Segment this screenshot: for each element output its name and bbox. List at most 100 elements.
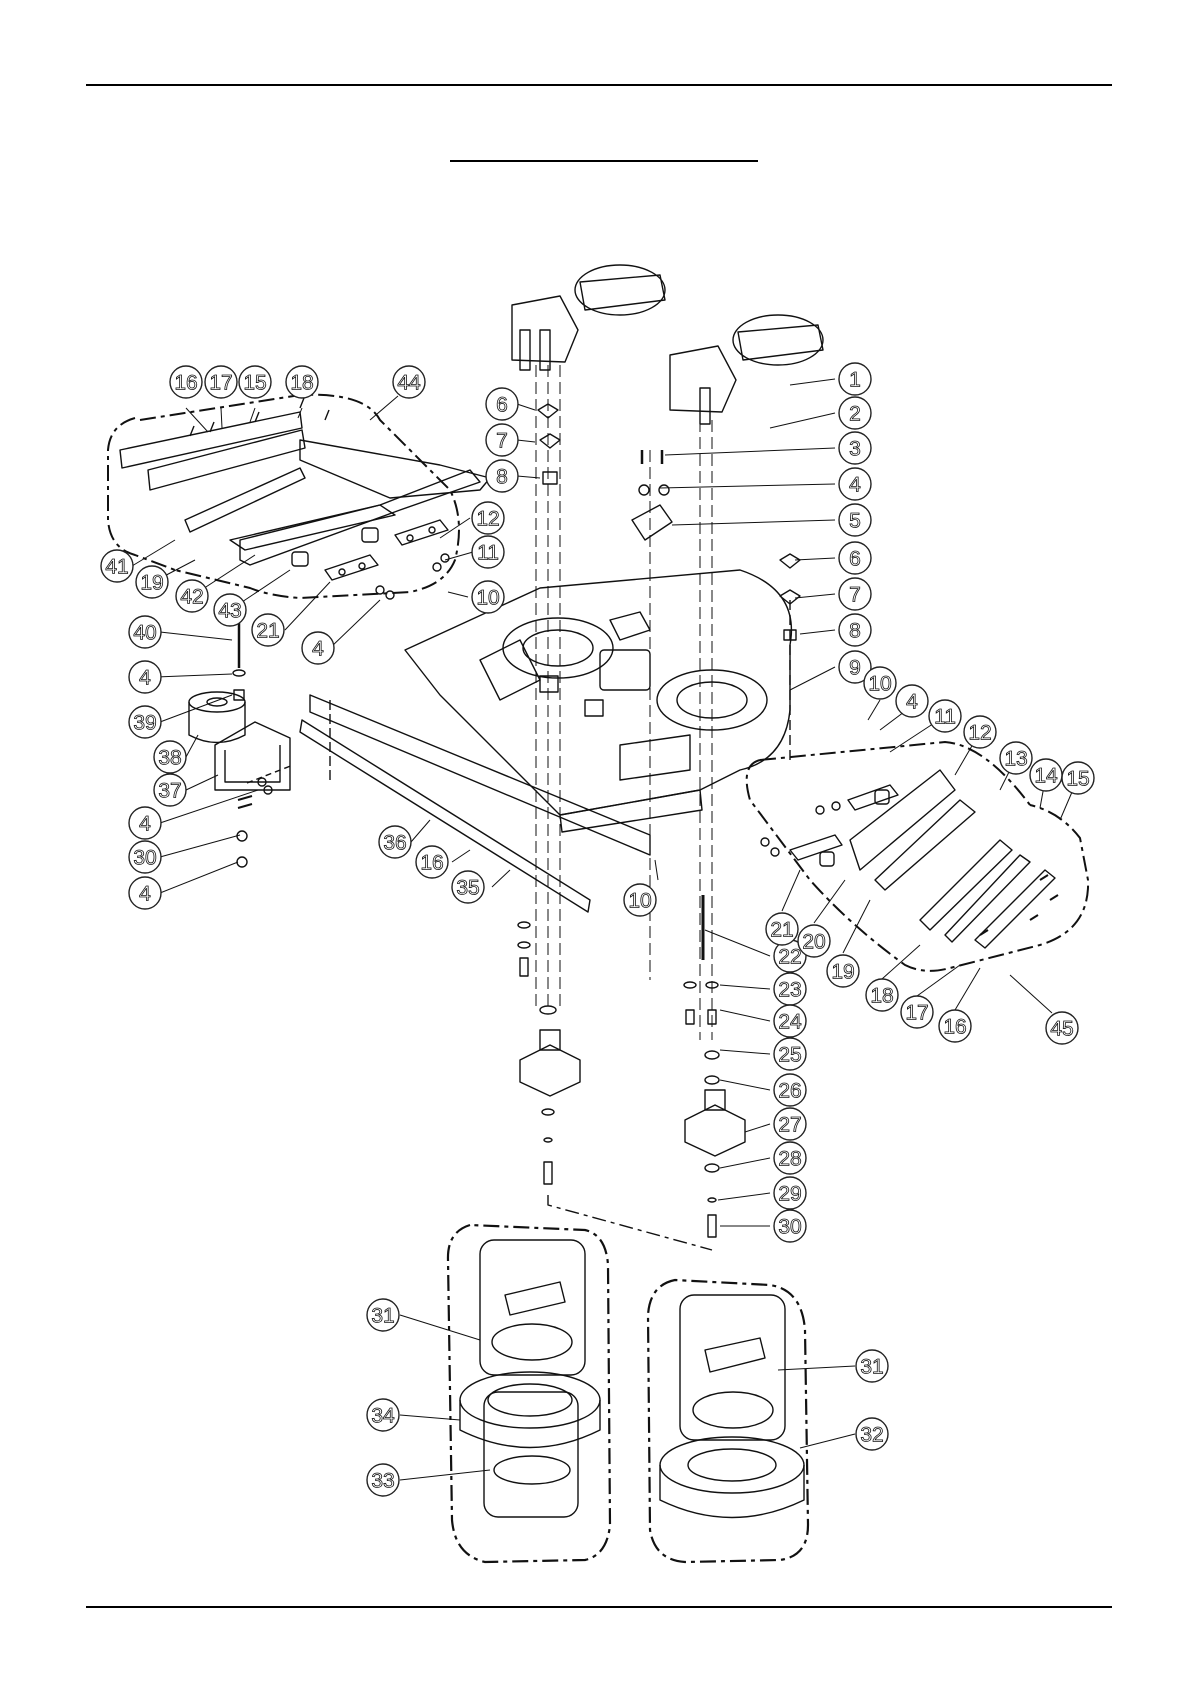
callout-number: 6: [496, 394, 508, 417]
callout-left-group-19: 19: [136, 566, 168, 598]
callout-number: 8: [849, 620, 861, 643]
callout-number: 7: [496, 430, 508, 453]
callout-right-column-23: 23: [774, 973, 806, 1005]
callout-number: 4: [849, 474, 861, 497]
callout-number: 17: [905, 1002, 928, 1025]
callout-left-group-16: 16: [170, 366, 202, 398]
callout-number: 10: [476, 587, 499, 610]
callout-center-8: 8: [486, 460, 518, 492]
callout-number: 18: [870, 985, 893, 1008]
callout-left-group-12: 12: [472, 502, 504, 534]
callout-right-column-1: 1: [839, 363, 871, 395]
callout-number: 21: [770, 919, 793, 942]
callout-left-group-44: 44: [393, 366, 425, 398]
callout-number: 8: [496, 466, 508, 489]
callout-lower-34: 34: [367, 1399, 399, 1431]
hub-stack-left: [518, 922, 580, 1184]
callout-number: 41: [105, 556, 128, 579]
callout-right-group-20: 20: [798, 925, 830, 957]
callout-number: 34: [371, 1405, 395, 1428]
callout-number: 12: [968, 722, 991, 745]
callout-lower-33: 33: [367, 1464, 399, 1496]
callout-left-group-21: 21: [252, 614, 284, 646]
callout-center-37: 37: [154, 774, 186, 806]
callout-number: 28: [778, 1148, 801, 1171]
callout-right-group-10: 10: [864, 667, 896, 699]
callout-left-group-43: 43: [214, 594, 246, 626]
callout-number: 20: [802, 931, 825, 954]
callout-number: 10: [868, 673, 891, 696]
callout-number: 26: [778, 1080, 801, 1103]
callout-number: 36: [383, 832, 406, 855]
callout-lower-32: 32: [856, 1418, 888, 1450]
callout-number: 31: [860, 1356, 883, 1379]
callout-number: 6: [849, 548, 861, 571]
callout-number: 19: [140, 572, 163, 595]
callout-number: 42: [180, 586, 203, 609]
callout-right-group-11: 11: [929, 700, 961, 732]
callout-right-column-4: 4: [839, 468, 871, 500]
callout-number: 43: [218, 600, 241, 623]
callout-number: 1: [849, 369, 861, 392]
callout-center-10: 10: [624, 884, 656, 916]
callout-number: 4: [139, 667, 151, 690]
callout-number: 44: [397, 372, 421, 395]
callout-number: 10: [628, 890, 651, 913]
callout-number: 15: [243, 372, 266, 395]
callout-number: 12: [476, 508, 499, 531]
right-head-assembly: [648, 1280, 808, 1562]
callout-number: 16: [174, 372, 197, 395]
callout-number: 16: [420, 852, 443, 875]
hub-stack-right: [684, 895, 745, 1237]
callout-number: 7: [849, 584, 861, 607]
callout-right-column-30: 30: [774, 1210, 806, 1242]
callout-left-group-41: 41: [101, 550, 133, 582]
callout-left-group-17: 17: [205, 366, 237, 398]
callout-number: 45: [1050, 1018, 1073, 1041]
callout-right-column-25: 25: [774, 1038, 806, 1070]
callout-right-group-21: 21: [766, 913, 798, 945]
callout-layer: 1617151844411942432141211106784043938374…: [101, 363, 1094, 1496]
callout-center-4: 4: [129, 661, 161, 693]
callout-right-group-19: 19: [827, 955, 859, 987]
callout-right-column-3: 3: [839, 432, 871, 464]
drive-motor-lower: [670, 315, 823, 424]
callout-center-38: 38: [154, 741, 186, 773]
callout-left-group-11: 11: [472, 536, 504, 568]
left-loose-parts: [189, 615, 293, 867]
callout-center-30: 30: [129, 841, 161, 873]
callout-right-group-4: 4: [896, 685, 928, 717]
callout-center-6: 6: [486, 388, 518, 420]
callout-number: 24: [778, 1011, 802, 1034]
callout-left-group-4: 4: [302, 632, 334, 664]
callout-right-column-7: 7: [839, 578, 871, 610]
callout-right-column-28: 28: [774, 1142, 806, 1174]
callout-left-group-42: 42: [176, 580, 208, 612]
callout-right-column-27: 27: [774, 1108, 806, 1140]
callout-number: 35: [456, 877, 479, 900]
callout-number: 3: [849, 438, 861, 461]
callout-center-4: 4: [129, 807, 161, 839]
callout-number: 38: [158, 747, 181, 770]
callout-number: 21: [256, 620, 279, 643]
callout-number: 29: [778, 1183, 801, 1206]
callout-right-group-12: 12: [964, 716, 996, 748]
callout-right-column-24: 24: [774, 1005, 806, 1037]
callout-number: 9: [849, 657, 861, 680]
callout-center-39: 39: [129, 706, 161, 738]
callout-number: 11: [477, 542, 499, 565]
callout-center-16: 16: [416, 846, 448, 878]
callout-number: 33: [371, 1470, 394, 1493]
callout-number: 18: [290, 372, 313, 395]
callout-number: 4: [139, 883, 151, 906]
callout-number: 32: [860, 1424, 883, 1447]
callout-right-column-5: 5: [839, 504, 871, 536]
callout-number: 40: [133, 622, 156, 645]
drive-motor-upper: [512, 265, 665, 370]
callout-center-4: 4: [129, 877, 161, 909]
callout-number: 27: [778, 1114, 801, 1137]
callout-number: 19: [831, 961, 854, 984]
callout-number: 25: [778, 1044, 801, 1067]
callout-number: 30: [133, 847, 156, 870]
